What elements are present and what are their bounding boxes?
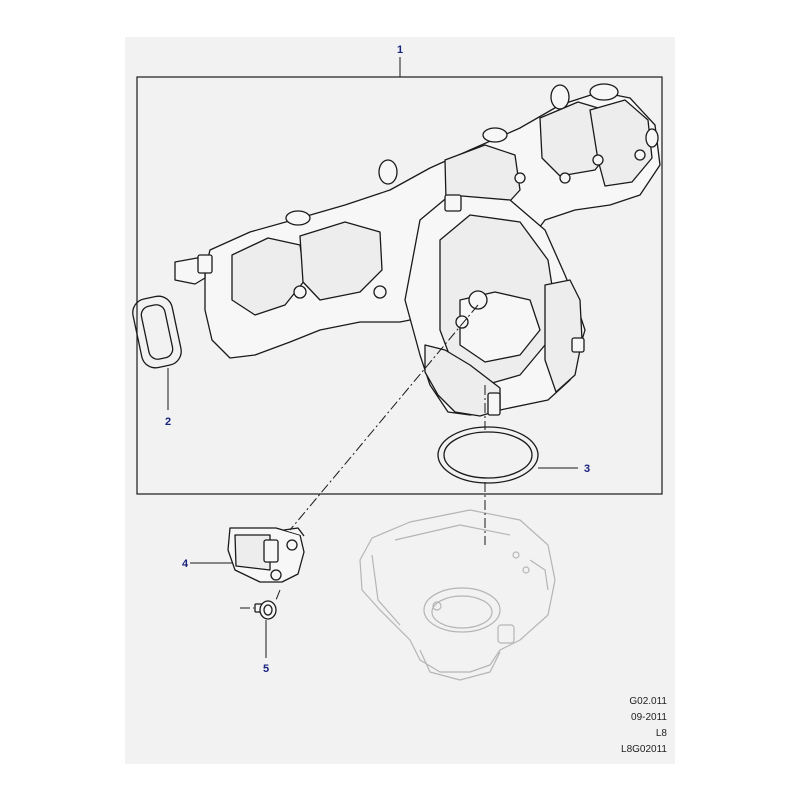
- callout-5: 5: [263, 663, 269, 675]
- assembly-lines: [240, 304, 486, 609]
- callout-4: 4: [182, 558, 189, 570]
- illustration-date: 09-2011: [631, 712, 667, 723]
- throttle-body-reference: [359, 509, 556, 681]
- sensor-screw: [254, 600, 277, 620]
- illustration-code: G02.011: [629, 696, 667, 707]
- map-sensor: [227, 527, 305, 583]
- illustration-id: L8G02011: [621, 744, 667, 755]
- callout-3: 3: [584, 463, 590, 475]
- intake-manifold: [174, 83, 661, 417]
- illustration-model: L8: [655, 728, 667, 739]
- throttle-o-ring: [437, 426, 539, 484]
- callout-1: 1: [397, 44, 403, 56]
- callout-2: 2: [165, 416, 171, 428]
- manifold-gasket: [132, 295, 182, 369]
